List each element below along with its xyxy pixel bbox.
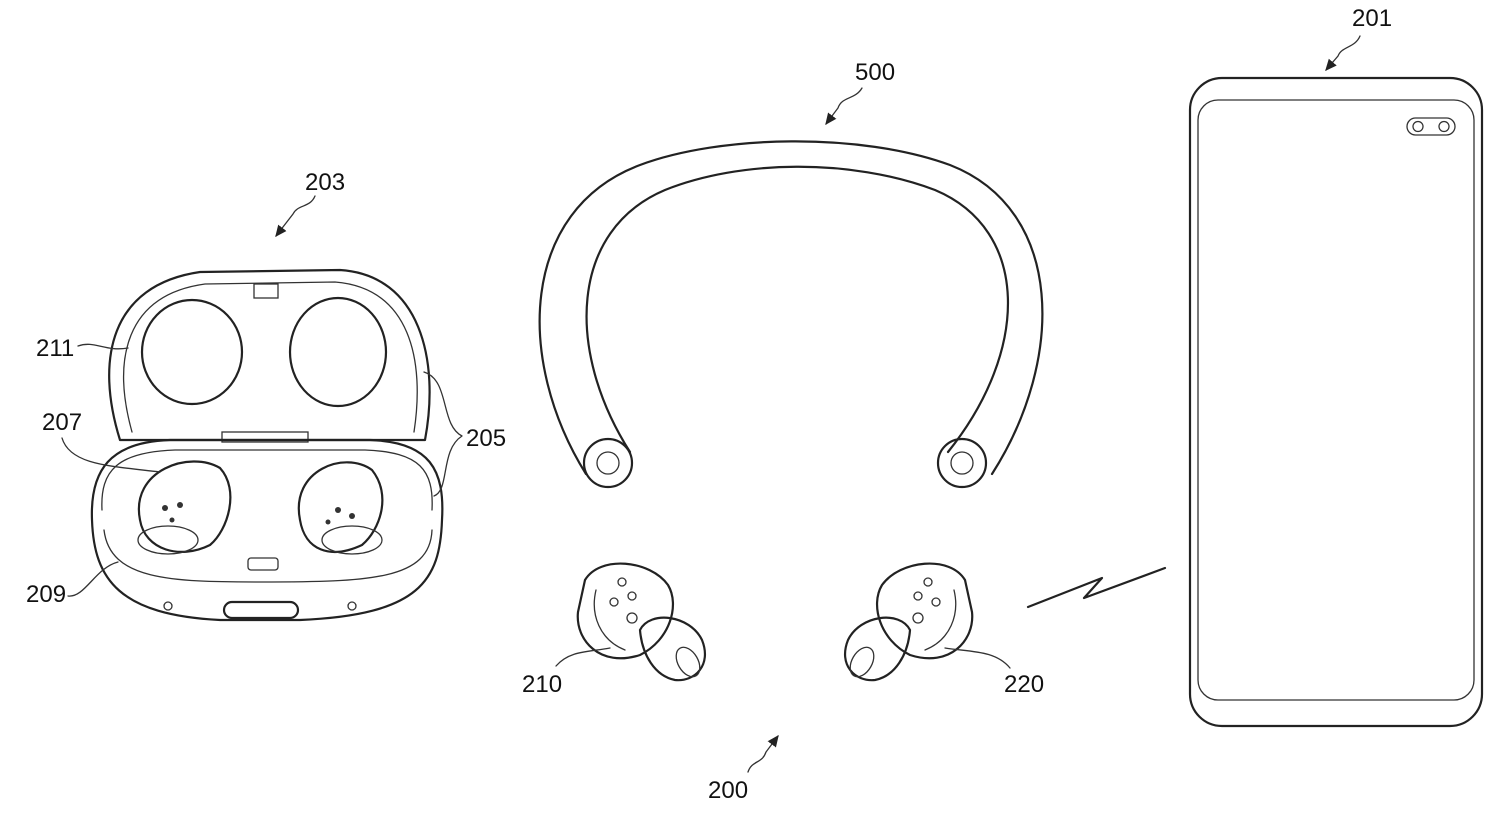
leader-200 [747, 734, 779, 773]
smartphone [1188, 76, 1484, 728]
label-205: 205 [466, 425, 506, 452]
leader-220 [944, 647, 1011, 669]
label-207: 207 [42, 409, 82, 436]
label-211: 211 [36, 335, 74, 362]
charging-case [90, 268, 444, 622]
leader-207 [61, 437, 161, 473]
earbud-right [843, 562, 974, 682]
leader-203 [275, 195, 316, 238]
leader-209 [67, 561, 119, 597]
label-209: 209 [26, 581, 66, 608]
label-201: 201 [1352, 5, 1392, 32]
label-200: 200 [708, 777, 748, 804]
leader-205 [423, 371, 463, 497]
leader-201 [1325, 35, 1361, 71]
camera-icon [1406, 117, 1456, 136]
label-500: 500 [855, 59, 895, 86]
earbud-left [576, 562, 707, 682]
label-220: 220 [1004, 671, 1044, 698]
label-210: 210 [522, 671, 562, 698]
leader-210 [555, 647, 611, 667]
wireless-signal-icon [1026, 566, 1167, 609]
label-203: 203 [305, 169, 345, 196]
leader-211 [77, 343, 129, 350]
leader-500 [825, 87, 863, 126]
neckband [538, 140, 1044, 489]
